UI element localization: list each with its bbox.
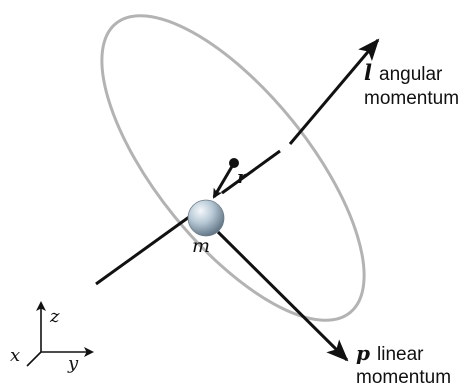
linear-momentum-label-line2: momentum (356, 367, 451, 388)
angular-momentum-label-line1: angular (379, 64, 443, 85)
angular-momentum-symbol: l (364, 60, 372, 85)
linear-momentum-arrow (216, 230, 349, 362)
x-axis-line (26, 351, 42, 367)
mass-sphere (187, 199, 225, 237)
y-axis-label: y (67, 353, 79, 374)
x-axis-label: x (10, 345, 20, 366)
axis-line-middle (221, 149, 281, 195)
axis-line-lower (95, 210, 197, 286)
coordinate-axes: z x y (10, 301, 94, 374)
linear-momentum-label-line1: linear (377, 344, 424, 365)
radius-vector-arrow (212, 162, 236, 199)
z-axis-label: z (49, 306, 60, 327)
mass-symbol: m (192, 235, 210, 257)
angular-momentum-label-line2: momentum (364, 88, 459, 109)
linear-momentum-symbol: p (356, 341, 370, 365)
angular-momentum-arrow (288, 38, 380, 145)
orbit-ellipse (100, 14, 366, 322)
radius-symbol: r (237, 167, 248, 188)
